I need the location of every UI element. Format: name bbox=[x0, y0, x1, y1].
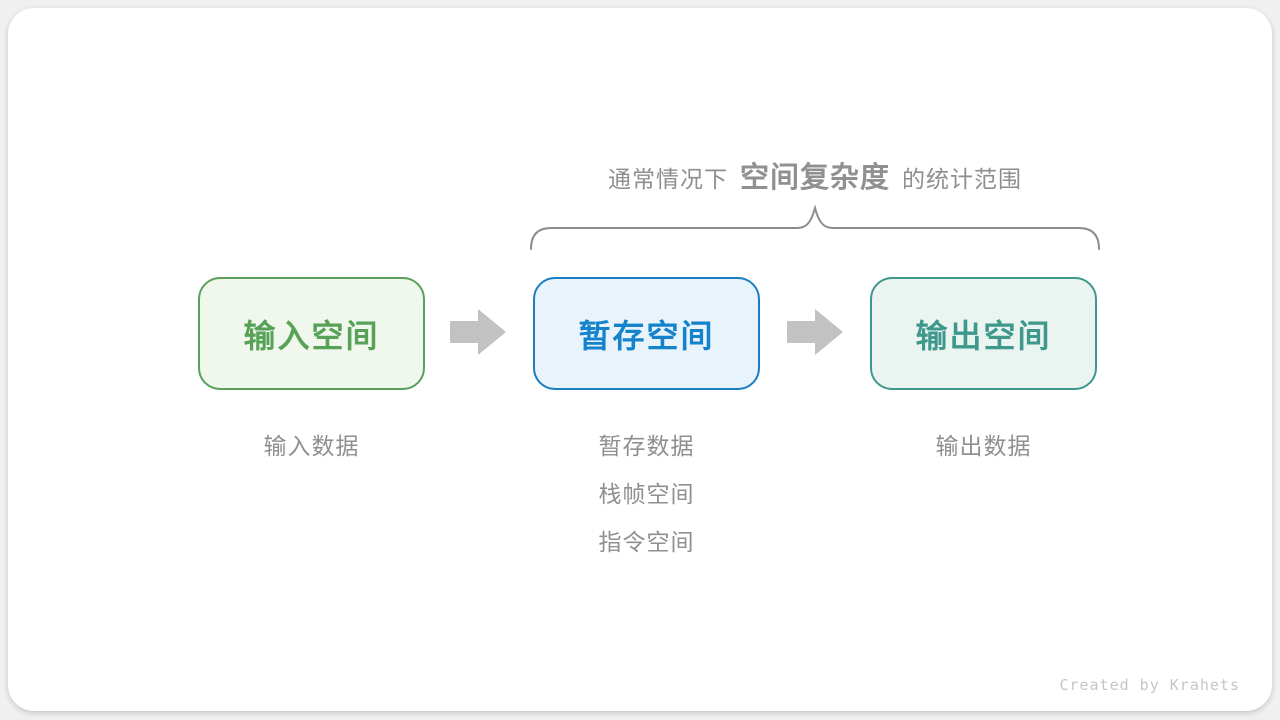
box-temporary-space: 暂存空间 bbox=[533, 277, 760, 390]
annotation-emphasis: 空间复杂度 bbox=[739, 162, 890, 194]
caption-temp-data: 暂存数据 bbox=[598, 433, 695, 459]
arrow-right-icon bbox=[450, 309, 506, 355]
box-output-space-label: 输出空间 bbox=[915, 317, 1052, 354]
caption-output-data: 输出数据 bbox=[935, 433, 1032, 459]
diagram-card: 通常情况下 空间复杂度 的统计范围 输入空间 暂存空间 输出空间 输入数据 暂存… bbox=[8, 8, 1272, 711]
caption-input-column: 输入数据 bbox=[198, 422, 425, 470]
caption-instruction-space: 指令空间 bbox=[598, 529, 695, 555]
arrow-right-icon bbox=[787, 309, 843, 355]
caption-stack-frame-space: 栈帧空间 bbox=[598, 481, 695, 507]
caption-output-column: 输出数据 bbox=[870, 422, 1097, 470]
annotation-prefix: 通常情况下 bbox=[607, 166, 728, 192]
curly-brace bbox=[530, 204, 1100, 250]
annotation-suffix: 的统计范围 bbox=[902, 166, 1022, 192]
box-input-space: 输入空间 bbox=[198, 277, 425, 390]
annotation-title: 通常情况下 空间复杂度 的统计范围 bbox=[458, 154, 1172, 194]
caption-temp-column: 暂存数据 栈帧空间 指令空间 bbox=[533, 422, 760, 566]
box-input-space-label: 输入空间 bbox=[243, 317, 380, 354]
box-temporary-space-label: 暂存空间 bbox=[578, 317, 715, 354]
box-output-space: 输出空间 bbox=[870, 277, 1097, 390]
caption-input-data: 输入数据 bbox=[263, 433, 360, 459]
watermark-credit: Created by Krahets bbox=[1059, 676, 1240, 694]
